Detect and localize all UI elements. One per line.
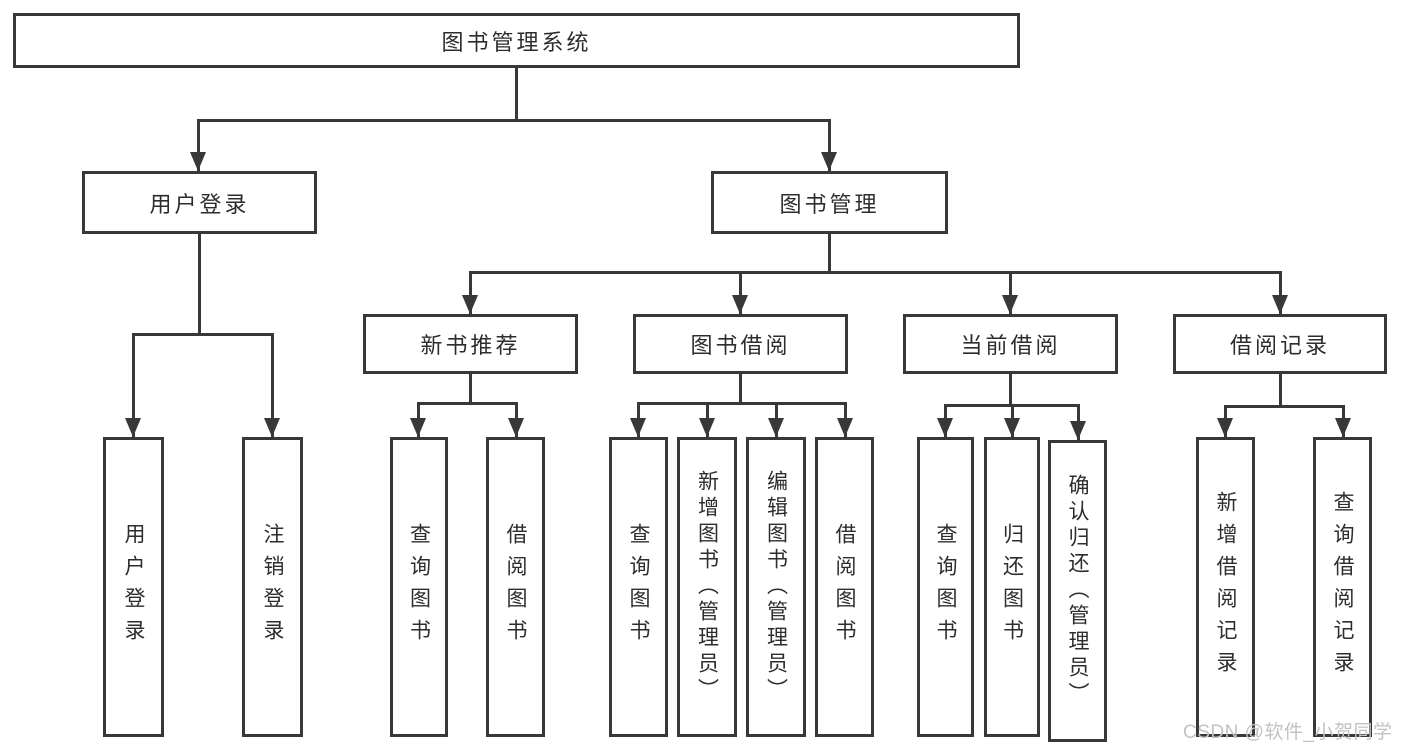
node-current-borrow-label: 当前借阅 xyxy=(960,333,1061,358)
node-borrow-records: 借阅记录 xyxy=(1173,314,1387,374)
connector-vline xyxy=(469,374,472,405)
leaf-query-books-2: 查询图书 xyxy=(609,437,668,737)
leaf-borrow-books-1: 借阅图书 xyxy=(486,437,545,737)
connector-vline xyxy=(739,271,742,314)
connector-arrow xyxy=(699,418,715,437)
connector-vline xyxy=(515,68,518,120)
connector-arrow xyxy=(1217,418,1233,437)
node-book-management-branch-label: 图书管理 xyxy=(779,191,880,217)
connector-hline xyxy=(1224,405,1345,408)
connector-arrow xyxy=(1272,295,1288,314)
node-book-management-branch: 图书管理 xyxy=(711,171,948,234)
connector-arrow xyxy=(1004,418,1020,437)
connector-vline xyxy=(132,333,135,437)
leaf-user-login: 用户登录 xyxy=(103,437,164,737)
connector-arrow xyxy=(410,418,426,437)
leaf-edit-books-admin: 编辑图书（管理员） xyxy=(746,437,806,737)
leaf-add-borrow-record: 新增借阅记录 xyxy=(1196,437,1255,737)
connector-vline xyxy=(271,333,274,437)
connector-vline xyxy=(828,233,831,273)
connector-arrow xyxy=(821,152,837,171)
node-user-login-branch: 用户登录 xyxy=(82,171,317,234)
connector-arrow xyxy=(937,418,953,437)
leaf-borrow-books-2: 借阅图书 xyxy=(815,437,874,737)
leaf-query-books-2-label: 查询图书 xyxy=(627,523,650,651)
leaf-query-books-1: 查询图书 xyxy=(390,437,448,737)
connector-arrow xyxy=(768,418,784,437)
connector-vline xyxy=(828,119,831,171)
connector-hline xyxy=(637,402,847,405)
connector-vline xyxy=(1009,374,1012,406)
connector-vline xyxy=(197,119,200,171)
connector-hline xyxy=(132,333,274,336)
node-root: 图书管理系统 xyxy=(13,13,1020,68)
connector-arrow xyxy=(837,418,853,437)
leaf-return-books: 归还图书 xyxy=(984,437,1040,737)
connector-vline xyxy=(198,233,201,335)
connector-vline xyxy=(1009,271,1012,314)
connector-arrow xyxy=(732,295,748,314)
node-user-login-branch-label: 用户登录 xyxy=(149,191,250,217)
connector-vline xyxy=(739,374,742,405)
leaf-query-books-1-label: 查询图书 xyxy=(407,523,431,651)
connector-hline xyxy=(197,119,831,122)
connector-arrow xyxy=(508,418,524,437)
connector-arrow xyxy=(1002,295,1018,314)
connector-vline xyxy=(1279,271,1282,314)
connector-vline xyxy=(469,271,472,314)
node-root-label: 图书管理系统 xyxy=(441,29,592,55)
node-book-borrow: 图书借阅 xyxy=(633,314,848,374)
leaf-add-books-admin: 新增图书（管理员） xyxy=(677,437,737,737)
node-current-borrow: 当前借阅 xyxy=(903,314,1118,374)
leaf-add-books-admin-label: 新增图书（管理员） xyxy=(695,470,719,704)
leaf-logout: 注销登录 xyxy=(242,437,303,737)
connector-arrow xyxy=(125,418,141,437)
leaf-query-books-3-label: 查询图书 xyxy=(934,523,957,651)
connector-arrow xyxy=(462,295,478,314)
leaf-logout-label: 注销登录 xyxy=(261,523,284,651)
leaf-user-login-label: 用户登录 xyxy=(122,523,145,651)
connector-hline xyxy=(417,402,518,405)
connector-arrow xyxy=(264,418,280,437)
leaf-confirm-return-admin-label: 确认归还（管理员） xyxy=(1066,474,1089,708)
leaf-add-borrow-record-label: 新增借阅记录 xyxy=(1214,491,1237,683)
leaf-query-books-3: 查询图书 xyxy=(917,437,974,737)
leaf-edit-books-admin-label: 编辑图书（管理员） xyxy=(764,470,788,704)
connector-arrow xyxy=(190,152,206,171)
leaf-borrow-books-2-label: 借阅图书 xyxy=(833,523,856,651)
node-new-book-recommend: 新书推荐 xyxy=(363,314,578,374)
connector-hline xyxy=(469,271,1282,274)
connector-arrow xyxy=(1070,421,1086,440)
leaf-query-borrow-record-label: 查询借阅记录 xyxy=(1331,491,1354,683)
leaf-query-borrow-record: 查询借阅记录 xyxy=(1313,437,1372,737)
node-borrow-records-label: 借阅记录 xyxy=(1229,333,1330,358)
connector-arrow xyxy=(1335,418,1351,437)
connector-arrow xyxy=(630,418,646,437)
leaf-confirm-return-admin: 确认归还（管理员） xyxy=(1048,440,1107,742)
leaf-return-books-label: 归还图书 xyxy=(1000,523,1024,651)
leaf-borrow-books-1-label: 借阅图书 xyxy=(504,523,527,651)
csdn-watermark: CSDN @软件_小贺同学 xyxy=(1183,722,1393,743)
node-new-book-recommend-label: 新书推荐 xyxy=(420,333,521,358)
connector-vline xyxy=(1279,374,1282,407)
node-book-borrow-label: 图书借阅 xyxy=(690,333,791,358)
